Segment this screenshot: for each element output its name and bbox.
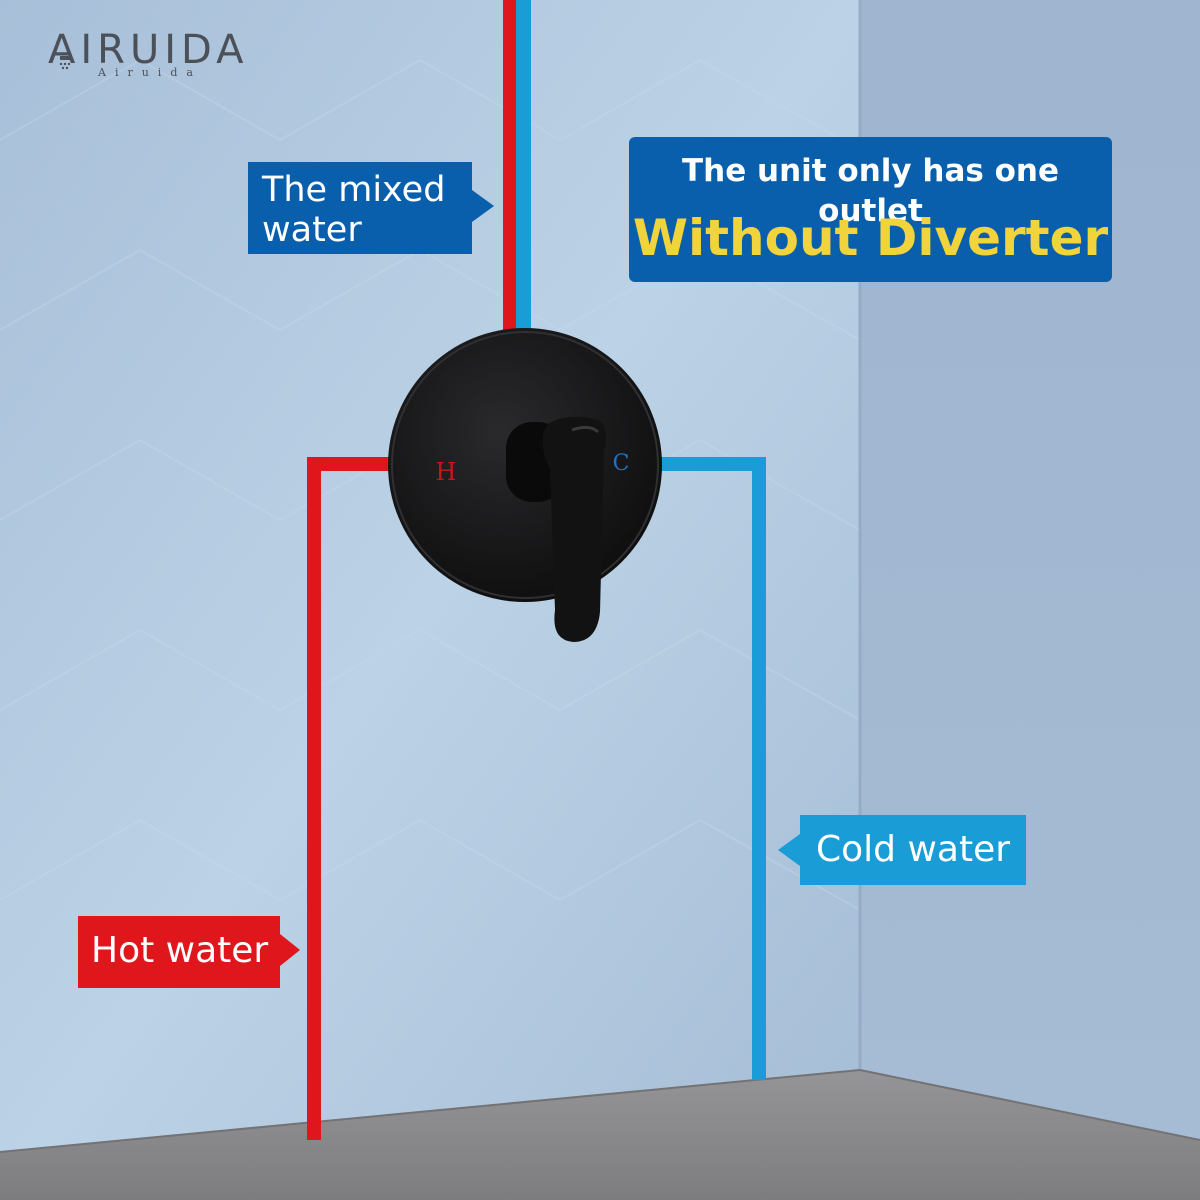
shower-valve: H C — [388, 328, 662, 642]
valve-handle[interactable] — [542, 416, 606, 642]
hot-water-pointer — [280, 934, 300, 966]
without-diverter-headline: Without Diverter — [632, 209, 1109, 267]
mixed-water-label: The mixed water — [248, 162, 472, 254]
mixed-pipe-hot-side — [503, 0, 516, 330]
brand-name: AIRUIDA — [48, 27, 249, 73]
brand-sub: Airuida — [98, 66, 202, 79]
outlet-info-banner: The unit only has one outlet Without Div… — [629, 137, 1112, 282]
cold-water-label: Cold water — [800, 815, 1026, 885]
hot-water-label: Hot water — [78, 916, 280, 988]
cold-mark: C — [613, 451, 630, 476]
mixed-water-pointer — [472, 190, 494, 222]
floor — [0, 1070, 1200, 1200]
trim-plate-rim — [391, 331, 659, 599]
cold-water-pipe — [640, 457, 766, 1080]
floor-edge — [0, 1069, 861, 1153]
mixed-water-line1: The mixed — [262, 170, 446, 210]
floor-edge-right — [859, 1069, 1200, 1141]
cold-water-pointer — [778, 834, 800, 866]
brand-logo: AIRUIDA Airuida — [48, 26, 249, 79]
cold-water-text: Cold water — [816, 829, 1011, 870]
outlet-info-text: The unit only has one outlet — [681, 153, 1060, 229]
hot-water-text: Hot water — [91, 930, 269, 971]
hot-water-pipe — [307, 457, 395, 1140]
hot-mark: H — [436, 458, 457, 486]
mixed-water-line2: water — [262, 210, 362, 250]
mixed-pipe-cold-side — [516, 0, 531, 330]
handle-highlight — [571, 425, 600, 434]
shower-head-icon — [59, 56, 71, 70]
